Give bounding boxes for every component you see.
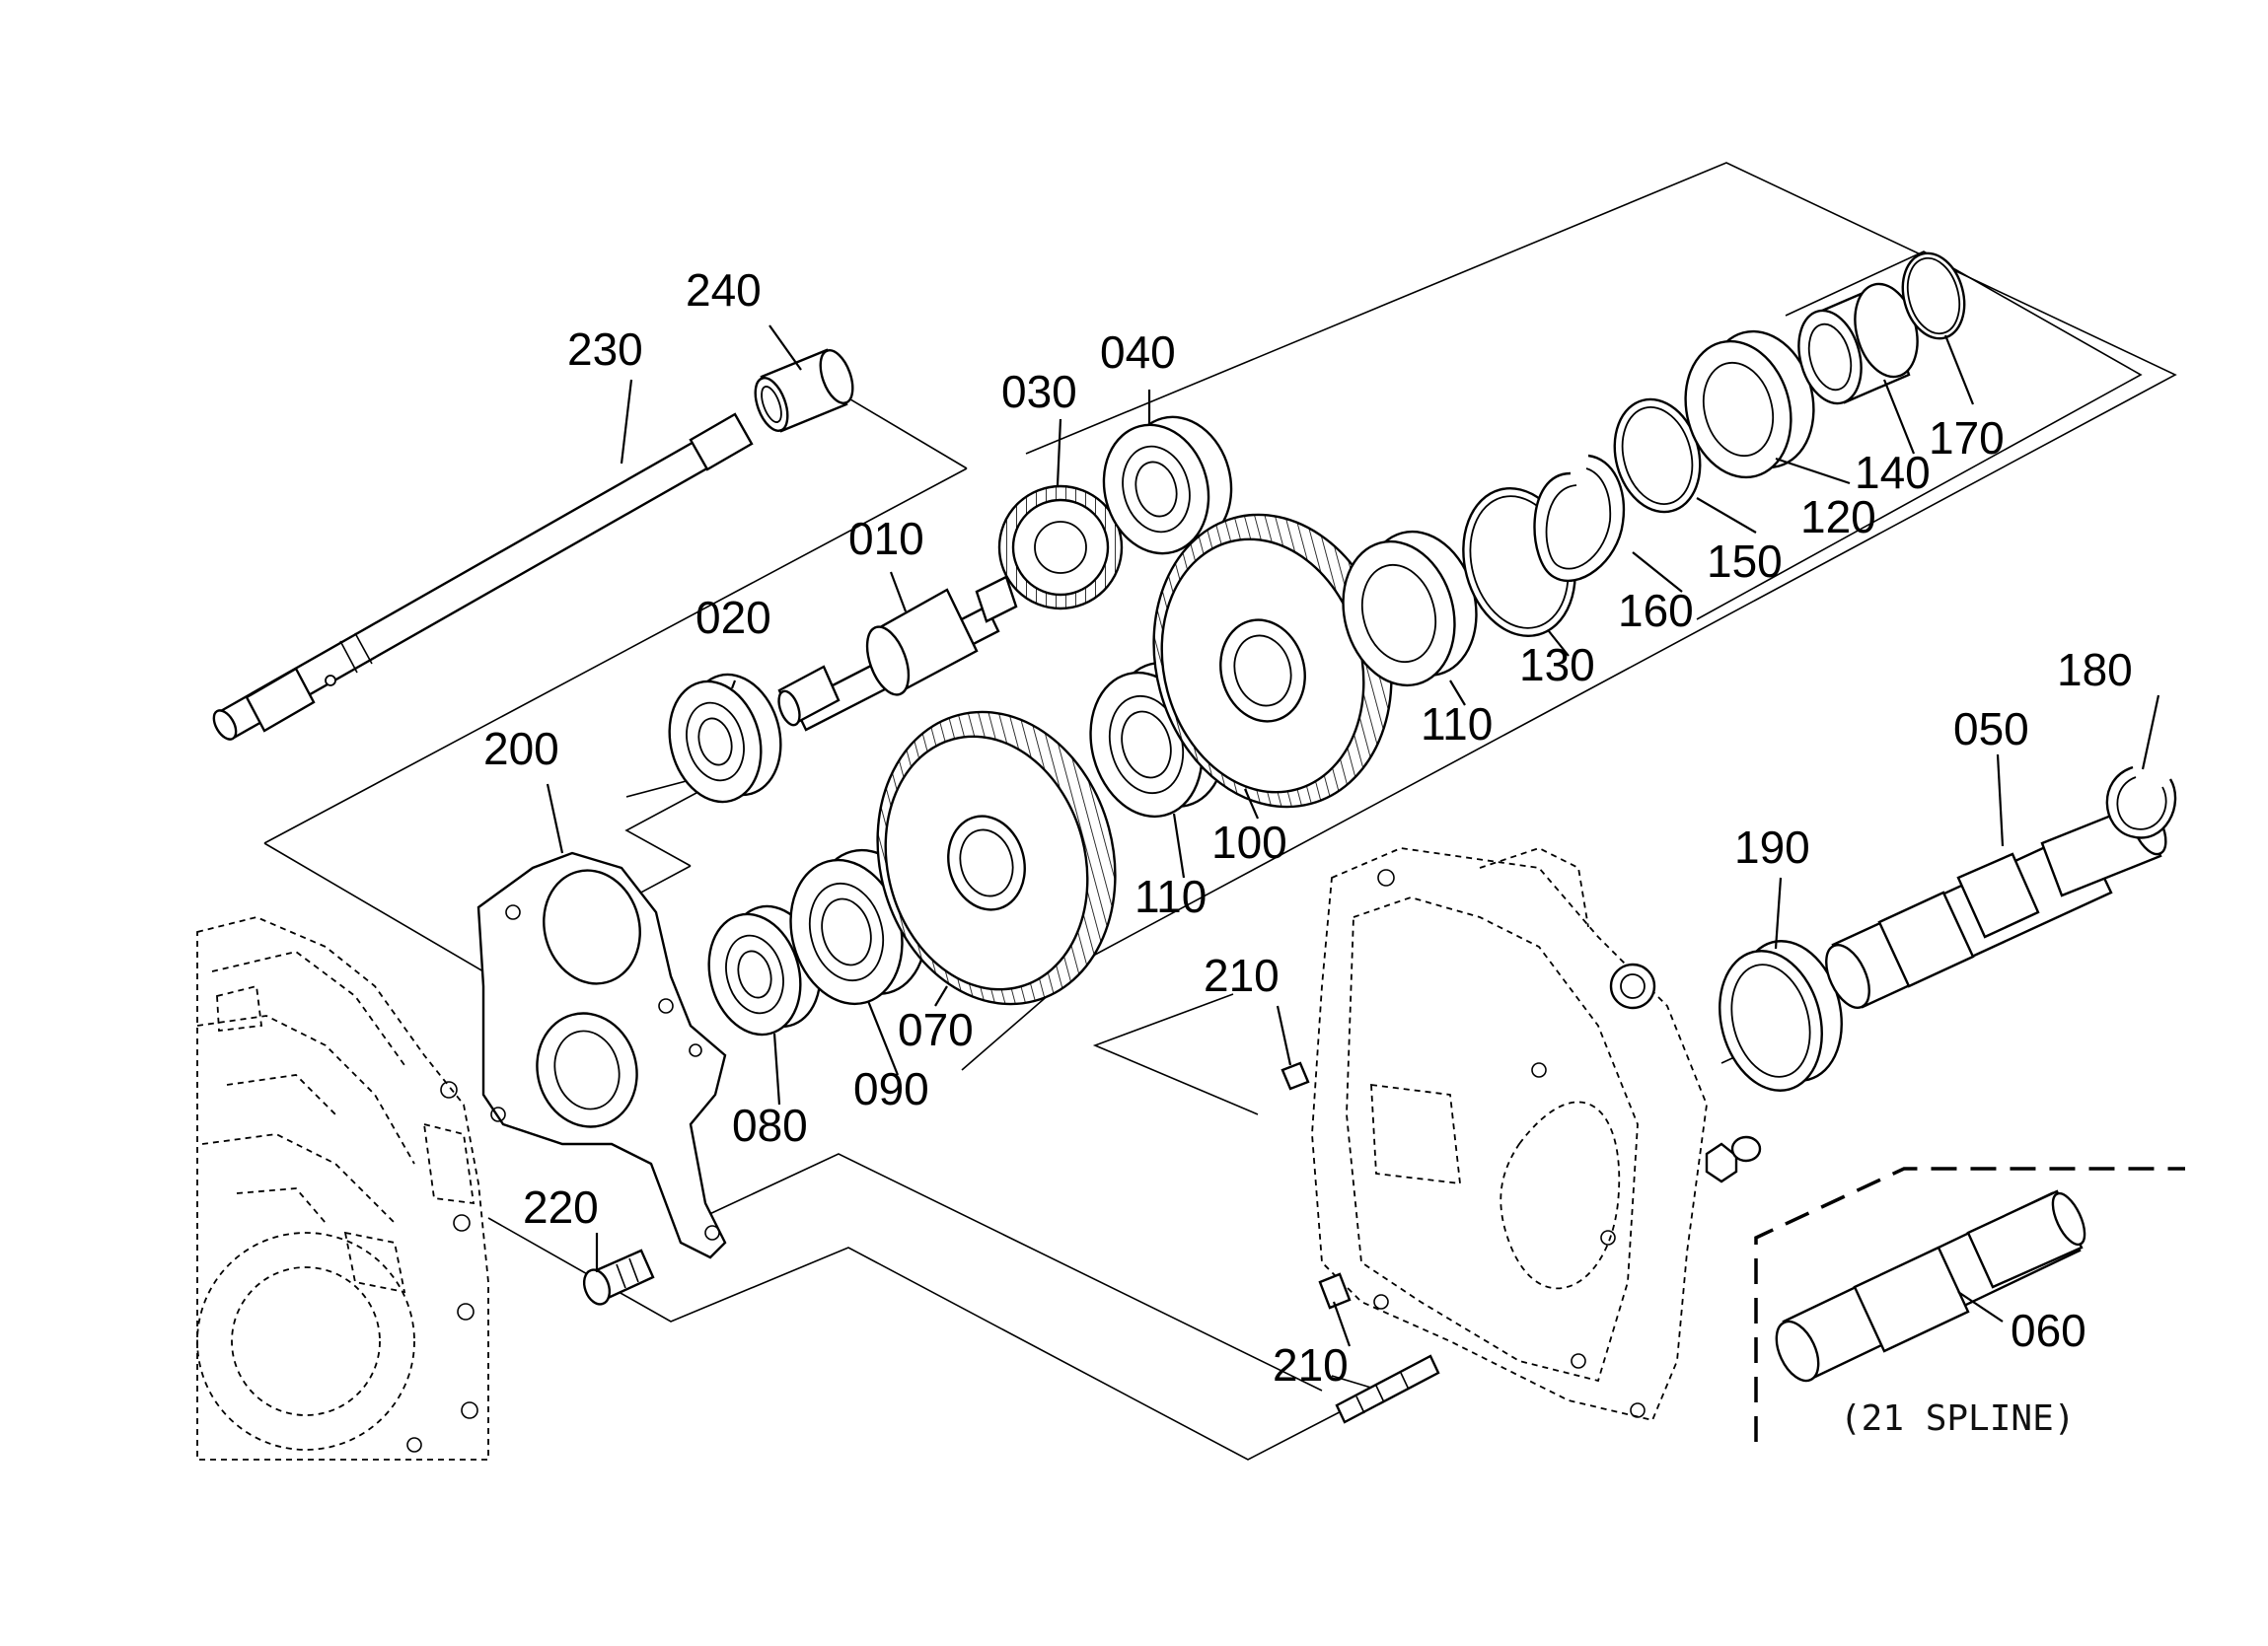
- pin-210-upper: [1280, 1061, 1310, 1091]
- callout-040: 040: [1100, 326, 1176, 378]
- bearing-040: [1102, 415, 1233, 555]
- callout-110-lower: 110: [1134, 871, 1207, 922]
- bearing-140: [1797, 282, 1919, 405]
- callout-210-upper: 210: [1204, 950, 1280, 1001]
- bearing-020: [668, 673, 782, 804]
- callout-060: 060: [2011, 1305, 2086, 1356]
- shaft-060: [1775, 1189, 2086, 1383]
- callout-020: 020: [695, 592, 771, 643]
- callout-010: 010: [848, 513, 924, 564]
- stud: [1335, 1354, 1440, 1424]
- callout-070: 070: [898, 1004, 974, 1055]
- callout-240: 240: [686, 264, 762, 316]
- callout-090: 090: [853, 1063, 929, 1114]
- pin-210-lower: [1318, 1272, 1352, 1310]
- callout-130: 130: [1519, 639, 1595, 690]
- snap-ring-180: [2105, 765, 2177, 839]
- callout-050: 050: [1953, 703, 2029, 754]
- callout-170: 170: [1929, 412, 2005, 464]
- callout-190: 190: [1734, 822, 1810, 873]
- plate-200: [476, 851, 727, 1259]
- bearing-110-upper: [1342, 530, 1478, 687]
- callout-140: 140: [1855, 447, 1931, 498]
- callout-200: 200: [483, 723, 559, 774]
- inset-box: [1754, 1167, 2185, 1442]
- callout-230: 230: [567, 323, 643, 375]
- callout-160: 160: [1618, 585, 1694, 636]
- gear-030: [997, 484, 1124, 610]
- o-ring-170: [1901, 251, 1966, 340]
- seal-190: [1719, 940, 1843, 1092]
- callout-180: 180: [2057, 644, 2133, 695]
- callout-120: 120: [1800, 491, 1876, 542]
- callout-150: 150: [1707, 536, 1783, 587]
- bearing-080: [707, 904, 822, 1037]
- callout-220: 220: [523, 1181, 599, 1233]
- pinion-shaft-010: [777, 575, 1018, 732]
- snap-ring-160: [1533, 454, 1626, 583]
- shaft-230: [212, 412, 754, 741]
- callout-110-upper: 110: [1421, 698, 1493, 750]
- gear-070: [876, 710, 1117, 1006]
- leader-lines: [546, 324, 2160, 1347]
- callout-080: 080: [732, 1100, 808, 1151]
- callout-100: 100: [1211, 817, 1287, 868]
- inset-note: (21 SPLINE): [1840, 1398, 2075, 1439]
- bearing-120: [1684, 329, 1815, 479]
- callout-210-lower: 210: [1273, 1339, 1349, 1391]
- bolt-220: [582, 1249, 655, 1306]
- bushing-240: [754, 348, 854, 433]
- engine-block: [196, 916, 489, 1461]
- washer-150: [1613, 397, 1702, 514]
- gear-100: [1152, 513, 1393, 809]
- transmission-housing: [1311, 847, 1762, 1422]
- callout-labels: 240 230 010 020 030 040 200 070 080 090 …: [483, 264, 2133, 1439]
- callout-030: 030: [1001, 366, 1077, 417]
